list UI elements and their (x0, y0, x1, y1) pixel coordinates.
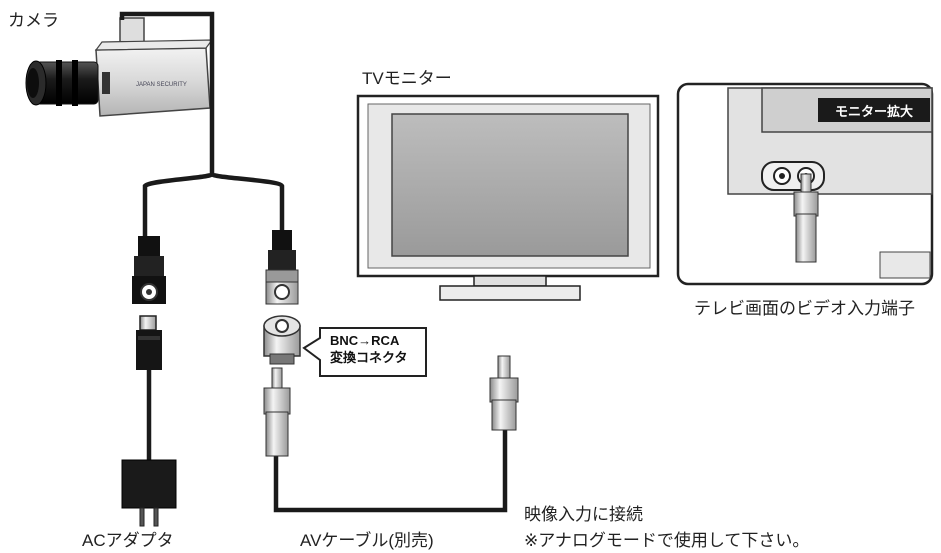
adapter-callout-line1: BNC→RCA (330, 333, 400, 348)
ac-adapter-plug (121, 315, 177, 527)
dc-power-plug (132, 236, 166, 304)
camera-label: カメラ (8, 11, 59, 30)
bnc-rca-adapter (263, 315, 301, 365)
tv-input-detail-panel (676, 82, 934, 286)
svg-text:JAPAN SECURITY: JAPAN SECURITY (136, 82, 187, 88)
bnc-plug (265, 230, 299, 305)
monitor-zoom-label: モニター拡大 (834, 103, 913, 119)
connect-instruction-line1: 映像入力に接続 (524, 505, 643, 524)
rca-plug-right (489, 355, 519, 431)
rca-plug-left (263, 367, 291, 457)
camera-cable-wiring (119, 11, 809, 513)
adapter-callout (302, 327, 427, 377)
av-cable-label: AVケーブル(別売) (300, 531, 434, 550)
adapter-callout-line2: 変換コネクタ (330, 350, 408, 365)
camera-illustration: JAPAN SECURITY (25, 17, 214, 117)
ac-adapter-label: ACアダプタ (82, 531, 174, 550)
tv-monitor (356, 94, 660, 301)
connect-instruction-line2: ※アナログモードで使用して下さい。 (524, 531, 810, 550)
adapter-callout-text: BNC→RCA 変換コネクタ (330, 332, 407, 366)
tv-input-terminal-label: テレビ画面のビデオ入力端子 (694, 299, 915, 318)
monitor-zoom-badge: モニター拡大 (818, 98, 930, 122)
tv-monitor-label: TVモニター (362, 69, 452, 88)
